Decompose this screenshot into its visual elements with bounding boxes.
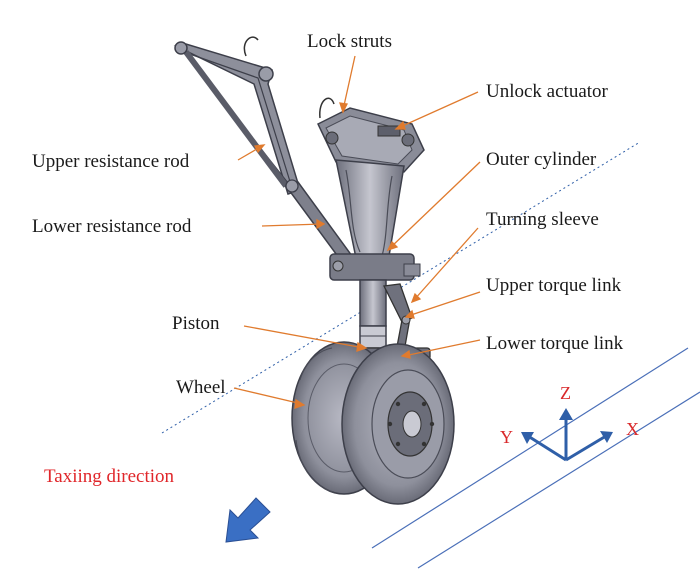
axis-label-x: X (626, 419, 639, 439)
label-lock-struts: Lock struts (307, 31, 392, 52)
label-turning-sleeve: Turning sleeve (486, 209, 599, 230)
label-upper-resistance-rod: Upper resistance rod (32, 151, 190, 172)
leader-lines (233, 55, 481, 409)
label-lower-torque-link: Lower torque link (486, 333, 624, 354)
ground-line-upper (371, 347, 689, 549)
dotted-guide-line (161, 141, 641, 434)
label-lower-resistance-rod: Lower resistance rod (32, 216, 192, 237)
ground-line-lower (417, 391, 700, 569)
label-wheel: Wheel (176, 377, 226, 398)
label-upper-torque-link: Upper torque link (486, 275, 622, 296)
taxiing-direction-arrow (225, 497, 271, 543)
landing-gear-drawing (173, 36, 455, 505)
axis-label-y: Y (500, 427, 513, 447)
coordinate-axes (521, 408, 613, 462)
label-piston: Piston (172, 313, 220, 334)
axis-label-z: Z (560, 383, 571, 403)
label-taxiing-direction: Taxiing direction (44, 466, 175, 487)
label-unlock-actuator: Unlock actuator (486, 81, 608, 102)
label-outer-cylinder: Outer cylinder (486, 149, 597, 170)
